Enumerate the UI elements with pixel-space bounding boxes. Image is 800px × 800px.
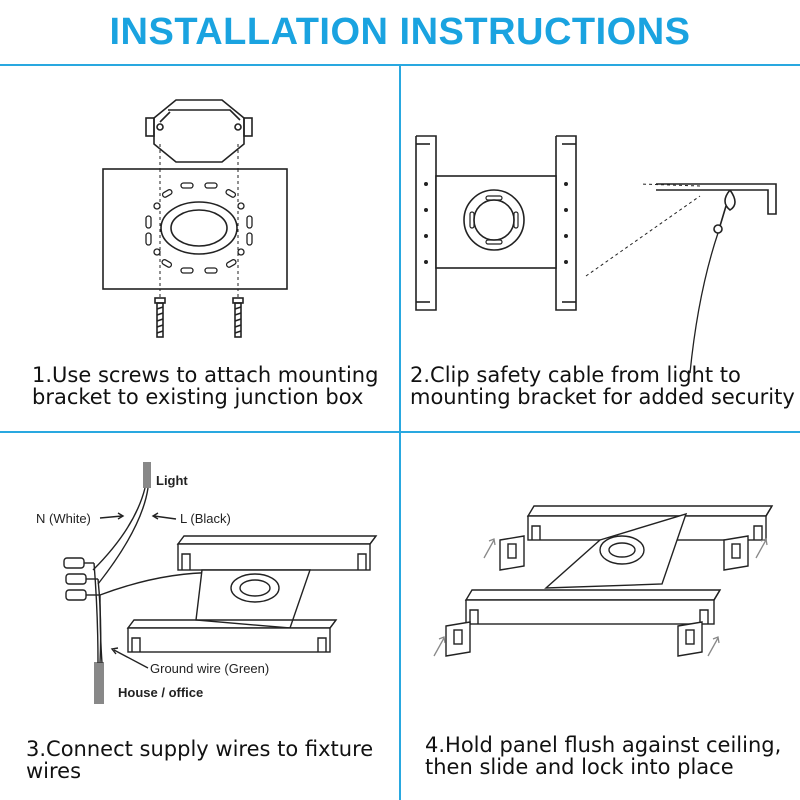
safety-cable [689, 232, 719, 374]
bracket-bar-right [555, 135, 577, 311]
house-lead [94, 662, 104, 704]
bracket-bar-left [415, 135, 437, 311]
wire-nuts [63, 557, 100, 601]
light-lead [143, 462, 151, 488]
step-4-caption: 4.Hold panel flush against ceiling, then… [425, 733, 782, 779]
lock-clip-top-right [723, 535, 749, 571]
bottom-rail [465, 599, 715, 625]
label-neutral: N (White) [36, 511, 91, 526]
step-3-caption: 3.Connect supply wires to fixture wires [26, 737, 374, 783]
divider-vertical [399, 64, 401, 800]
lock-panel-diagram [433, 505, 774, 657]
fixture-bracket [126, 535, 378, 653]
safety-cable-diagram [415, 135, 777, 374]
screw-left [154, 297, 166, 338]
wiring-diagram [63, 462, 378, 704]
step-1-caption: 1.Use screws to attach mounting bracket … [32, 363, 379, 409]
lock-clip-bottom-left [445, 621, 471, 657]
label-ground: Ground wire (Green) [150, 661, 270, 676]
bracket-plate [435, 175, 557, 269]
screw-right [232, 297, 244, 338]
label-house: House / office [118, 685, 204, 700]
junction-box-diagram [102, 99, 288, 338]
label-live: L (Black) [180, 511, 231, 526]
step-2-caption: 2.Clip safety cable from light to mounti… [410, 363, 795, 409]
lock-clip-top-left [499, 535, 525, 571]
ceiling-bracket-profile [656, 183, 777, 215]
safety-clip [724, 189, 736, 211]
lock-clip-bottom-right [677, 621, 703, 657]
page-title: INSTALLATION INSTRUCTIONS [109, 11, 691, 53]
mounting-plate [102, 168, 288, 290]
label-light: Light [156, 473, 188, 488]
